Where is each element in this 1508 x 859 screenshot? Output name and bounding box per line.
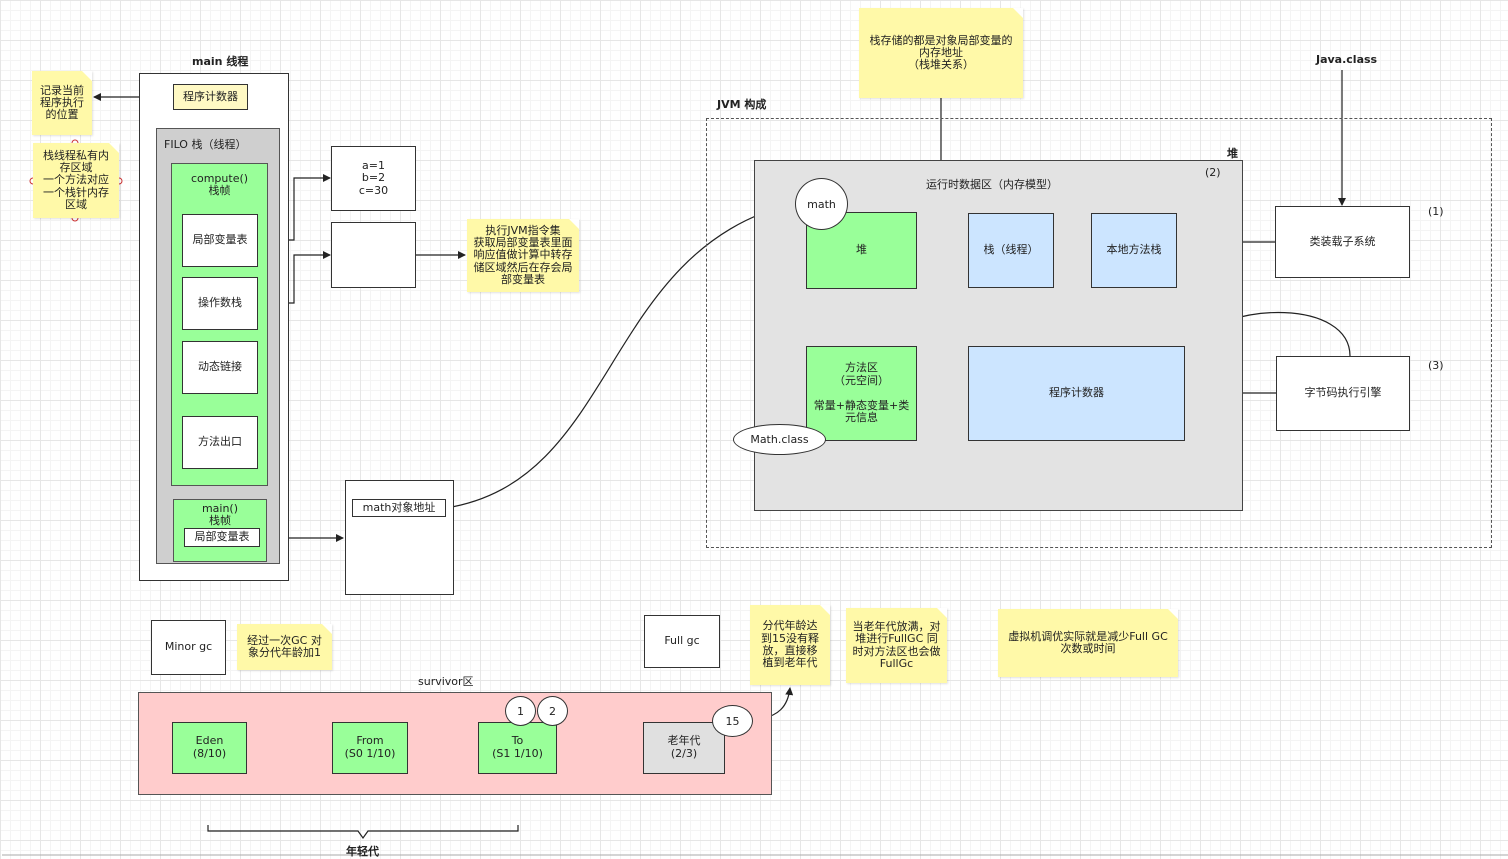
eden-box[interactable]: Eden (8/10)	[172, 722, 247, 774]
operand-values-box[interactable]	[331, 222, 416, 288]
bytecode-execution-engine[interactable]: 字节码执行引擎	[1276, 356, 1410, 431]
age-circle-2: 2	[537, 696, 568, 726]
local-vars-table[interactable]: 局部变量表	[182, 214, 258, 267]
java-class-label: Java.class	[1316, 53, 1378, 66]
pc-note[interactable]: 记录当前 程序执行 的位置	[32, 71, 92, 135]
old-gen-full-note[interactable]: 当老年代放满，对 堆进行FullGC 同 时对方法区也会做 FullGc	[846, 608, 947, 683]
dynamic-link[interactable]: 动态链接	[182, 341, 258, 394]
math-object-box[interactable]	[345, 480, 454, 595]
young-gen-label: 年轻代	[346, 845, 379, 858]
class-loader-subsystem[interactable]: 类装载子系统	[1275, 206, 1410, 278]
young-brace	[207, 825, 519, 840]
vars-values-box[interactable]: a=1 b=2 c=30	[331, 146, 416, 211]
heap-outer-label: 堆	[1227, 147, 1238, 160]
thread-private-note[interactable]: 栈线程私有内 存区域 一个方法对应 一个栈针内存 区域	[33, 143, 119, 218]
math-class-ellipse[interactable]: Math.class	[733, 424, 826, 455]
pc-box[interactable]: 程序计数器	[173, 84, 248, 110]
old-gen-box[interactable]: 老年代 (2/3)	[643, 722, 725, 774]
main-local-vars[interactable]: 局部变量表	[184, 528, 260, 547]
num-3: (3)	[1428, 359, 1444, 372]
promote-note[interactable]: 分代年龄达 到15没有释 放，直接移 植到老年代	[750, 605, 830, 685]
program-counter-box[interactable]: 程序计数器	[968, 346, 1185, 441]
main-frame-label: main() 栈帧	[201, 502, 239, 528]
runtime-title: 运行时数据区（内存模型）	[926, 178, 1058, 191]
stack-title: FILO 栈（线程）	[164, 138, 247, 151]
thread-stack-box[interactable]: 栈（线程）	[968, 213, 1054, 288]
method-exit[interactable]: 方法出口	[182, 416, 258, 469]
survivor-label: survivor区	[418, 675, 474, 688]
full-gc-box[interactable]: Full gc	[644, 615, 720, 668]
jvm-container	[706, 118, 1492, 548]
age-circle-1: 1	[505, 696, 536, 726]
stack-heap-note[interactable]: 栈存储的都是对象局部变量的 内存地址 （栈堆关系）	[859, 8, 1023, 98]
method-area-box[interactable]: 方法区 （元空间） 常量+静态变量+类 元信息	[806, 346, 917, 441]
tuning-note[interactable]: 虚拟机调优实际就是减少Full GC 次数或时间	[998, 609, 1178, 677]
age-circle-15: 15	[712, 705, 753, 737]
math-address-box[interactable]: math对象地址	[352, 499, 446, 517]
jvm-title: JVM 构成	[717, 98, 767, 111]
arrow-addr-to-math	[445, 200, 796, 509]
num-1: (1)	[1428, 205, 1444, 218]
minor-gc-box[interactable]: Minor gc	[151, 620, 226, 675]
operand-stack[interactable]: 操作数栈	[182, 277, 258, 330]
num-2: (2)	[1205, 166, 1221, 179]
exec-note[interactable]: 执行JVM指令集 获取局部变量表里面 响应值做计算中转存 储区域然后在存会局 部…	[467, 219, 579, 292]
math-circle[interactable]: math	[795, 178, 848, 230]
to-box[interactable]: To (S1 1/10)	[478, 722, 557, 774]
main-thread-title: main 线程	[192, 55, 249, 68]
minor-gc-note[interactable]: 经过一次GC 对 象分代年龄加1	[237, 624, 332, 670]
compute-frame-label: compute() 栈帧	[190, 172, 249, 198]
from-box[interactable]: From (S0 1/10)	[332, 722, 408, 774]
native-method-stack-box[interactable]: 本地方法栈	[1091, 213, 1177, 288]
